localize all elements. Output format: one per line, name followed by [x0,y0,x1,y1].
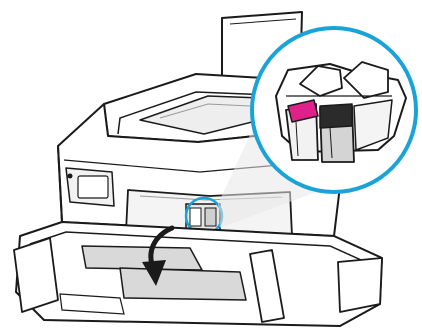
tricolor-cartridge [286,100,318,160]
control-panel-display [78,176,108,198]
black-cartridge [320,104,354,162]
front-door-open [14,222,382,326]
power-button-icon [68,174,73,179]
zoom-callout [252,28,416,192]
